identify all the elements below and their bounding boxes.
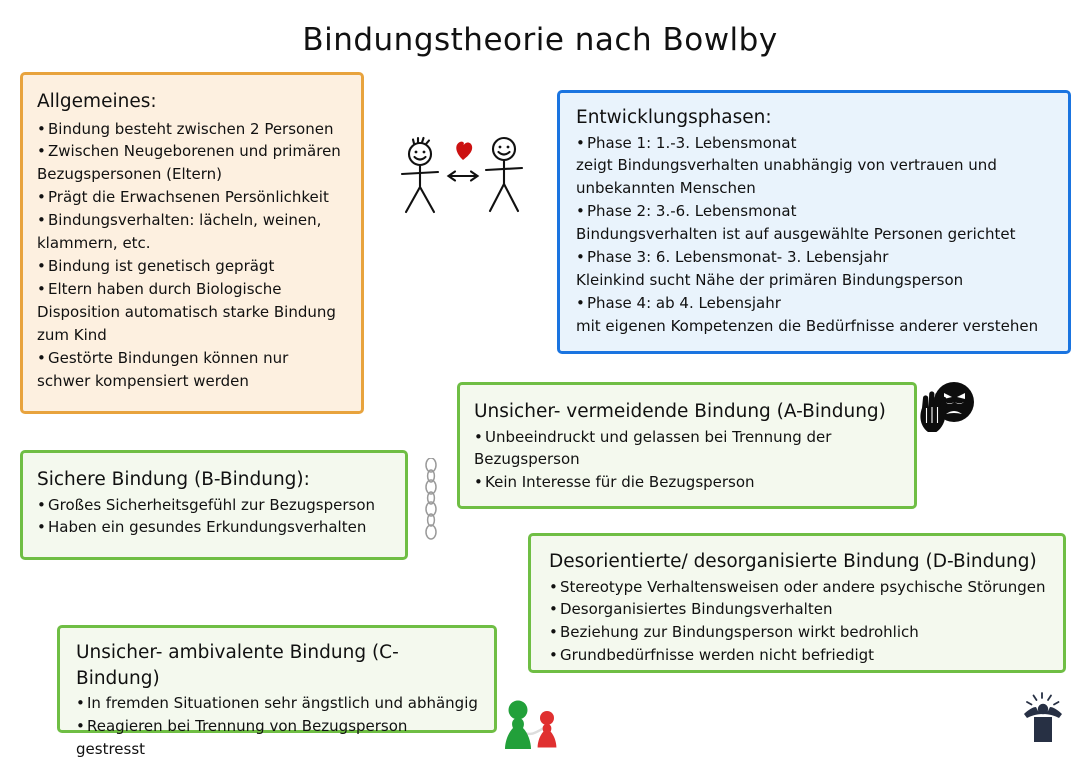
list-item: Bindung ist genetisch geprägt — [37, 255, 345, 278]
card-b-bindung-title: Sichere Bindung (B-Bindung): — [37, 469, 310, 490]
card-entwicklungsphasen: Entwicklungsphasen: Phase 1: 1.-3. Leben… — [557, 90, 1071, 354]
card-d-bindung-list: Stereotype Verhaltensweisen oder andere … — [549, 576, 1049, 668]
angry-face-stop-hand-icon — [916, 378, 978, 436]
list-item: Großes Sicherheitsgefühl zur Bezugsperso… — [37, 494, 391, 517]
list-item: Stereotype Verhaltensweisen oder andere … — [549, 576, 1049, 599]
chain-icon — [420, 457, 442, 542]
two-pawns-tied-icon — [500, 694, 564, 756]
card-a-bindung-list: Unbeeindruckt und gelassen bei Trennung … — [474, 426, 900, 495]
card-entwicklungsphasen-list: Phase 1: 1.-3. Lebensmonat zeigt Bindung… — [576, 132, 1054, 338]
list-item: Bindung besteht zwischen 2 Personen — [37, 118, 345, 141]
card-d-bindung-title: Desorientierte/ desorganisierte Bindung … — [549, 551, 1037, 572]
card-allgemeines-list: Bindung besteht zwischen 2 Personen Zwis… — [37, 118, 345, 393]
list-item: klammern, etc. — [37, 234, 151, 253]
card-a-bindung-title: Unsicher- vermeidende Bindung (A-Bindung… — [474, 401, 886, 422]
card-c-bindung-list: In fremden Situationen sehr ängstlich un… — [76, 692, 480, 761]
list-item: Prägt die Erwachsenen Persönlichkeit — [37, 186, 345, 209]
list-item: Phase 4: ab 4. Lebensjahr — [576, 292, 1054, 315]
card-entwicklungsphasen-title: Entwicklungsphasen: — [576, 107, 772, 128]
list-item: Phase 1: 1.-3. Lebensmonat — [576, 132, 1054, 155]
card-b-bindung: Sichere Bindung (B-Bindung): Großes Sich… — [20, 450, 408, 560]
list-item: Zwischen Neugeborenen und primären — [37, 140, 345, 163]
list-item: schwer kompensiert werden — [37, 371, 249, 390]
list-item: Phase 3: 6. Lebensmonat- 3. Lebensjahr — [576, 246, 1054, 269]
list-item: Eltern haben durch Biologische — [37, 278, 345, 301]
list-item: Haben ein gesundes Erkundungsverhalten — [37, 516, 391, 539]
list-item: Disposition automatisch starke Bindung — [37, 303, 336, 322]
list-item: Kein Interesse für die Bezugsperson — [474, 471, 900, 494]
list-item: Bindungsverhalten: lächeln, weinen, — [37, 209, 345, 232]
card-allgemeines: Allgemeines: Bindung besteht zwischen 2 … — [20, 72, 364, 414]
card-c-bindung: Unsicher- ambivalente Bindung (C-Bindung… — [57, 625, 497, 758]
list-item: Phase 2: 3.-6. Lebensmonat — [576, 200, 1054, 223]
card-b-bindung-list: Großes Sicherheitsgefühl zur Bezugsperso… — [37, 494, 391, 540]
list-item: Bezugspersonen (Eltern) — [37, 165, 223, 184]
stressed-person-icon — [1022, 692, 1064, 744]
list-item: Grundbedürfnisse werden nicht befriedigt — [549, 644, 1049, 667]
list-item: Bezugsperson — [474, 450, 580, 469]
list-item: Reagieren bei Trennung von Bezugsperson … — [76, 715, 480, 761]
two-stick-figures-with-heart-icon — [392, 132, 538, 220]
list-item: Beziehung zur Bindungsperson wirkt bedro… — [549, 621, 1049, 644]
page-title: Bindungstheorie nach Bowlby — [302, 22, 778, 58]
list-item: Kleinkind sucht Nähe der primären Bindun… — [576, 271, 964, 290]
list-item: Gestörte Bindungen können nur — [37, 347, 345, 370]
list-item: In fremden Situationen sehr ängstlich un… — [76, 692, 480, 715]
list-item: unbekannten Menschen — [576, 179, 756, 198]
card-allgemeines-title: Allgemeines: — [37, 91, 157, 112]
list-item: Bindungsverhalten ist auf ausgewählte Pe… — [576, 225, 1016, 244]
list-item: zeigt Bindungsverhalten unabhängig von v… — [576, 156, 997, 175]
list-item: Desorganisiertes Bindungsverhalten — [549, 598, 1049, 621]
list-item: mit eigenen Kompetenzen die Bedürfnisse … — [576, 317, 1039, 336]
list-item: zum Kind — [37, 325, 107, 344]
card-a-bindung: Unsicher- vermeidende Bindung (A-Bindung… — [457, 382, 917, 509]
list-item: Unbeeindruckt und gelassen bei Trennung … — [474, 426, 900, 449]
card-d-bindung: Desorientierte/ desorganisierte Bindung … — [528, 533, 1066, 673]
card-c-bindung-title: Unsicher- ambivalente Bindung (C-Bindung… — [76, 642, 399, 689]
